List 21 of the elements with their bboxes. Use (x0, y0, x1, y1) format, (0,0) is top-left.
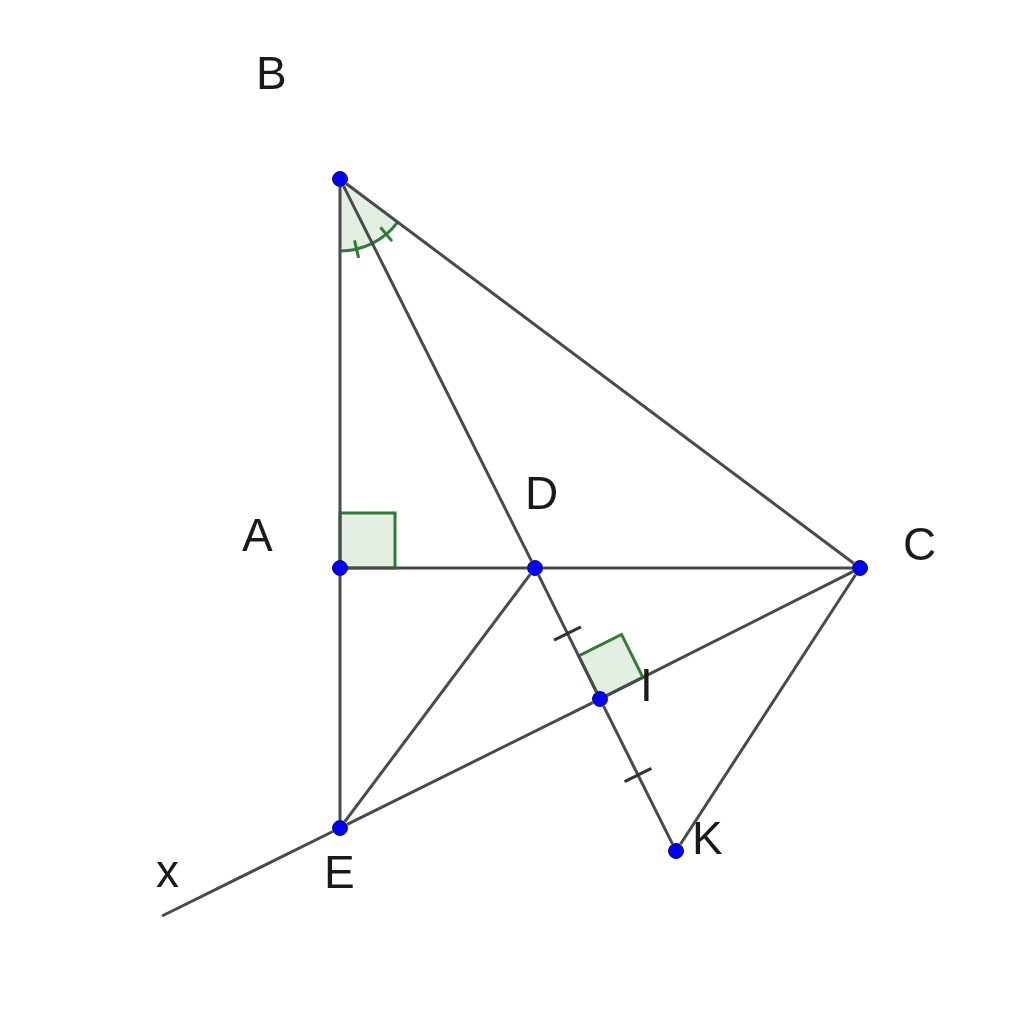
point-label: I (640, 660, 653, 710)
line-segment (338, 576, 342, 820)
point-label: A (242, 510, 273, 560)
line-segment (537, 574, 598, 693)
line-segment (606, 570, 854, 697)
point-label: C (903, 519, 937, 569)
line-segment (346, 701, 594, 826)
ray-label: x (156, 846, 179, 896)
point-label: D (525, 468, 559, 518)
point-label: K (692, 813, 723, 863)
line-segment (161, 830, 334, 918)
line-segment (602, 705, 674, 845)
line-segment (543, 566, 852, 570)
line-segment (343, 573, 532, 823)
point-label: E (324, 847, 355, 897)
line-segment (348, 566, 527, 570)
point-label: B (256, 48, 287, 98)
line-segment (338, 187, 342, 560)
line-segment (342, 185, 533, 562)
line-segment (679, 573, 857, 846)
line-segment (345, 182, 855, 565)
